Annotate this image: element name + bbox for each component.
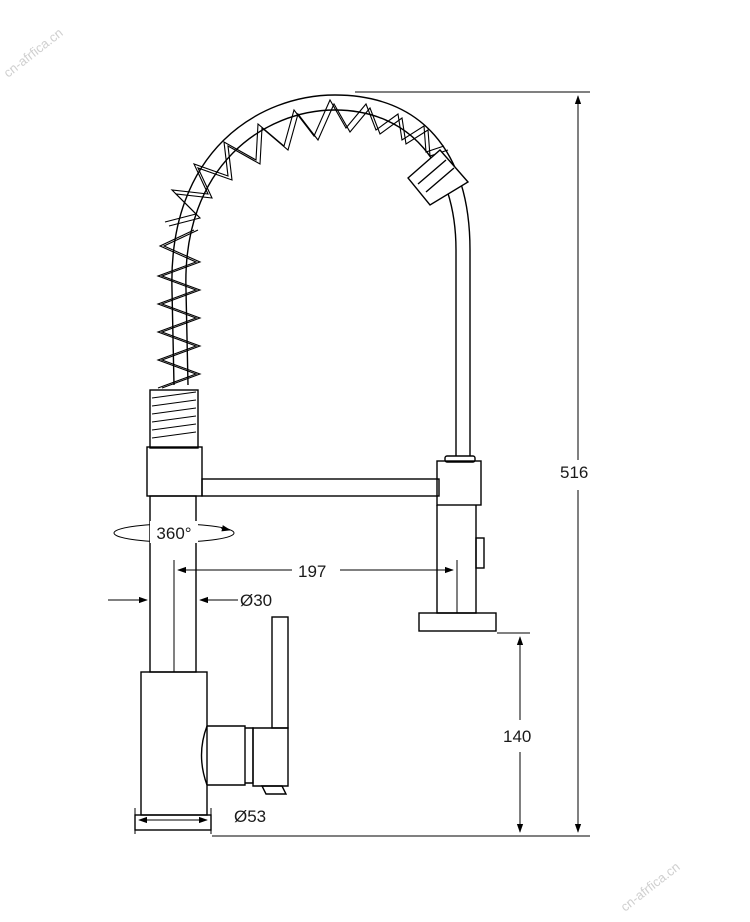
dimension-lines (108, 91, 590, 837)
swivel-collar (146, 446, 203, 497)
reach-label: 197 (298, 562, 326, 581)
rotation-label: 360° (156, 524, 191, 543)
support-bar (201, 478, 440, 497)
spring-end-cap (407, 149, 470, 206)
lever-rod (271, 616, 289, 729)
lever-housing (207, 725, 246, 786)
rotation-label-bg (150, 521, 198, 543)
faucet-outline (134, 94, 497, 831)
faucet-body (140, 671, 208, 816)
body-diameter-label: Ø30 (240, 591, 272, 610)
spray-button (475, 537, 485, 569)
height-total-label: 516 (560, 463, 588, 482)
base-diameter-label: Ø53 (234, 807, 266, 826)
spray-outlet (418, 612, 497, 632)
holder-top (436, 460, 482, 506)
watermark-top-left: cn-afrfica.cn (1, 25, 66, 80)
spring-coil (151, 98, 449, 439)
base-plate (134, 814, 212, 831)
lever-handle (252, 727, 289, 787)
spout-height-label: 140 (503, 727, 531, 746)
watermark-bottom-right: cn-afrfica.cn (618, 859, 683, 914)
